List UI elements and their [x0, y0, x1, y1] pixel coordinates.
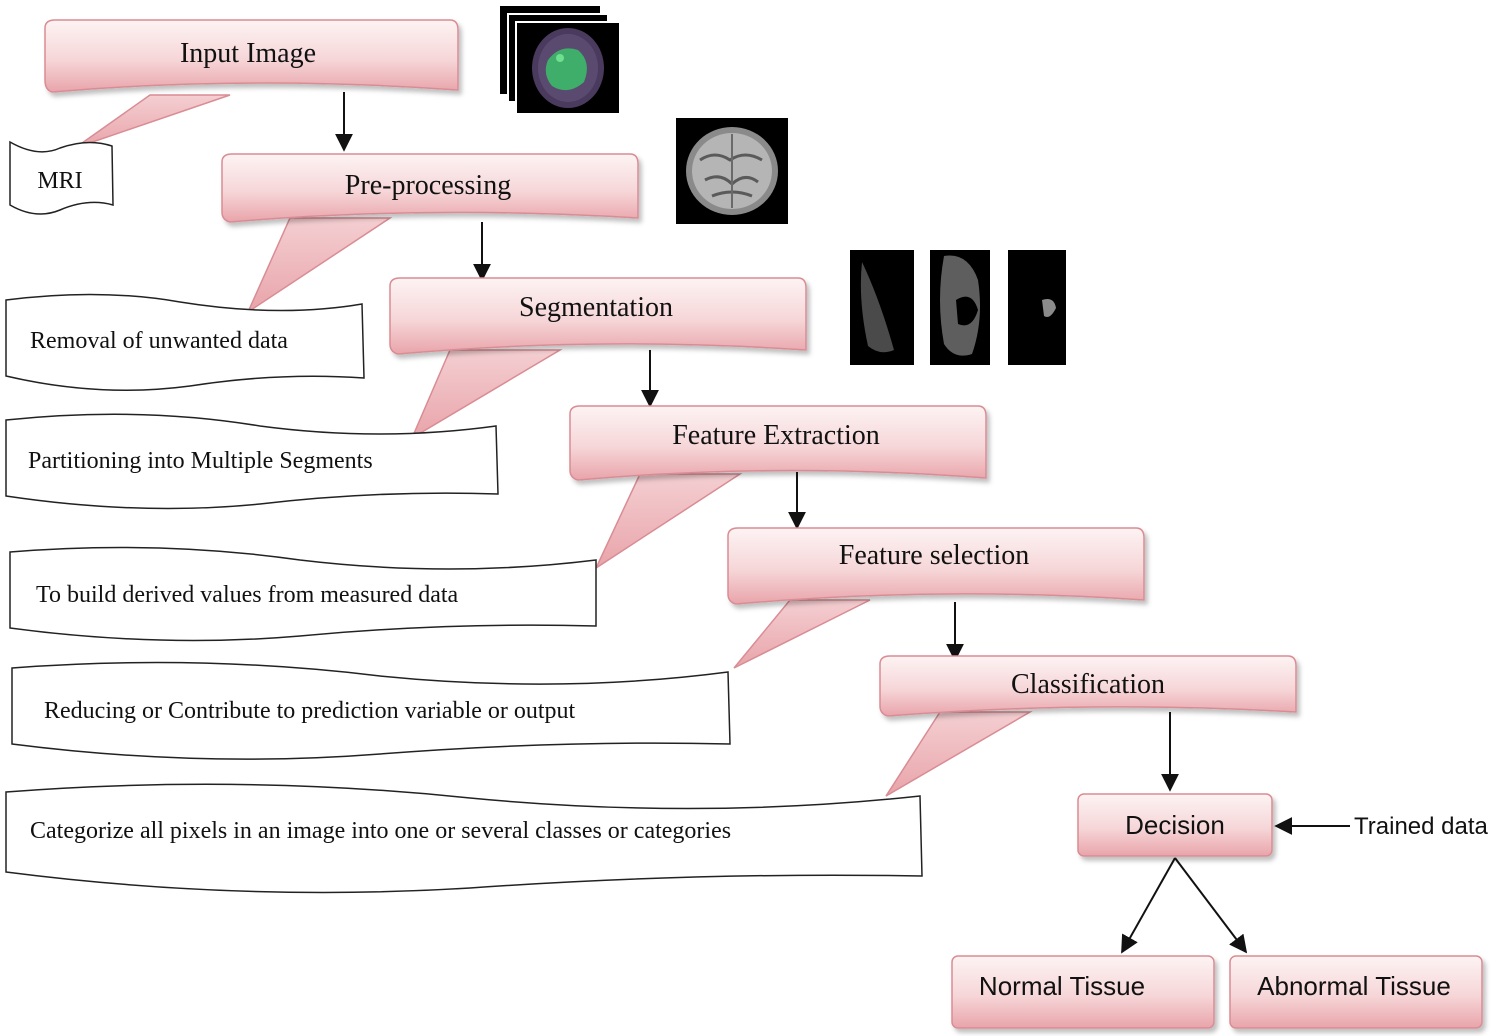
segmented-mri-thumbnails — [850, 250, 1066, 365]
wavy-banner — [9, 140, 114, 215]
callout-body — [879, 655, 1297, 717]
callout-body — [569, 405, 987, 481]
outcome-rect — [951, 955, 1215, 1029]
note-banner-removal: Removal of unwanted data — [5, 293, 365, 391]
step-note: MRI — [37, 168, 82, 194]
callout-body — [389, 277, 807, 355]
step-title: Feature Extraction — [672, 420, 880, 451]
branch-arrow-normal — [1121, 857, 1176, 954]
outcome-label: Abnormal Tissue — [1257, 971, 1451, 1001]
step-note: Reducing or Contribute to prediction var… — [44, 698, 576, 724]
outcome-abnormal-tissue: Abnormal Tissue — [1229, 955, 1483, 1029]
step-title: Pre-processing — [345, 170, 511, 201]
decision-label: Decision — [1125, 810, 1225, 840]
step-classification: Classification — [879, 655, 1297, 797]
step-note: Categorize all pixels in an image into o… — [30, 818, 731, 844]
branch-arrow-abnormal — [1174, 857, 1248, 954]
callout-tail — [246, 217, 393, 315]
note-banner-mri: MRI — [9, 140, 114, 215]
step-note: Partitioning into Multiple Segments — [28, 448, 373, 474]
wavy-banner — [5, 783, 923, 894]
step-segmentation: Segmentation — [389, 277, 807, 440]
step-feature-selection: Feature selection — [727, 527, 1145, 669]
wavy-banner — [5, 293, 365, 391]
trained-data-label: Trained data — [1354, 813, 1489, 840]
step-note: Removal of unwanted data — [30, 328, 288, 354]
callout-body — [44, 19, 459, 93]
outcome-rect — [1229, 955, 1483, 1029]
callout-tail — [410, 349, 563, 440]
step-title: Input Image — [180, 38, 316, 69]
note-banner-categorize: Categorize all pixels in an image into o… — [5, 783, 923, 894]
callout-tail — [885, 711, 1033, 797]
step-note: To build derived values from measured da… — [36, 582, 459, 608]
outcome-normal-tissue: Normal Tissue — [951, 955, 1215, 1029]
outcome-label: Normal Tissue — [979, 971, 1145, 1001]
step-title: Classification — [1011, 669, 1165, 700]
step-pre-processing: Pre-processing — [221, 153, 639, 315]
step-input-image: Input Image — [44, 19, 459, 149]
callout-tail — [733, 599, 871, 669]
wavy-banner — [11, 661, 731, 760]
note-banner-reducing: Reducing or Contribute to prediction var… — [11, 661, 731, 760]
callout-tail — [594, 473, 743, 571]
preprocessed-mri-thumbnail — [676, 118, 788, 224]
step-title: Segmentation — [519, 292, 673, 323]
note-banner-derived-values: To build derived values from measured da… — [9, 546, 597, 642]
step-title: Feature selection — [839, 540, 1029, 571]
decision-rect — [1077, 793, 1273, 857]
mri-stack-thumbnail — [500, 6, 621, 115]
wavy-banner — [5, 413, 499, 510]
step-feature-extraction: Feature Extraction — [569, 405, 987, 571]
callout-tail — [74, 94, 231, 149]
wavy-banner — [9, 546, 597, 642]
decision-box: Decision — [1077, 793, 1273, 857]
note-banner-partitioning: Partitioning into Multiple Segments — [5, 413, 499, 510]
callout-body — [727, 527, 1145, 605]
callout-body — [221, 153, 639, 223]
